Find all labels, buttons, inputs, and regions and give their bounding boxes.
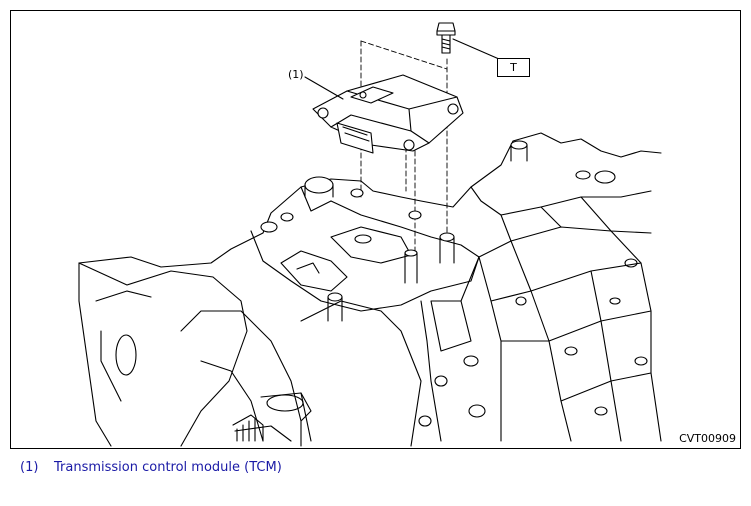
transmission-illustration (78, 22, 662, 447)
bolt-icon (436, 22, 456, 54)
legend-item: (1) Transmission control module (TCM) (20, 457, 720, 479)
tcm-module (312, 74, 464, 154)
torque-label-box: T (497, 58, 530, 77)
torque-label: T (510, 61, 517, 74)
transmission-case (78, 132, 662, 447)
callout-1-label: (1) (288, 68, 304, 81)
legend-text: Transmission control module (TCM) (54, 460, 282, 475)
figure-code: CVT00909 (679, 432, 736, 445)
legend-number: (1) (20, 460, 39, 475)
diagram-frame: (1) T CVT00909 (10, 10, 741, 449)
legend: (1) Transmission control module (TCM) (20, 457, 720, 479)
